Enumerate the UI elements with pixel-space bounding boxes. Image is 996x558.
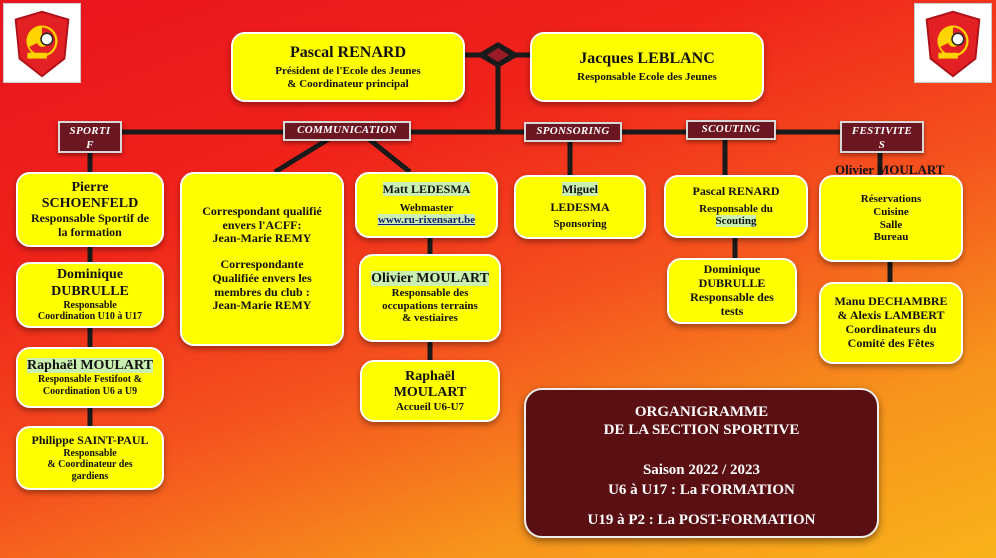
president-name: Pascal RENARD [290, 43, 406, 61]
organigram-title-panel: ORGANIGRAMME DE LA SECTION SPORTIVE Sais… [524, 388, 879, 538]
scouting-box-dubrulle: Dominique DUBRULLE Responsable des tests [667, 258, 797, 324]
diamond-connector-icon [476, 42, 520, 68]
dept-sponsoring: SPONSORING [524, 122, 622, 142]
sportif-box-schoenfeld: Pierre SCHOENFELD Responsable Sportif de… [16, 172, 164, 247]
panel-post-formation: U19 à P2 : La POST-FORMATION [587, 512, 816, 528]
dept-scouting: SCOUTING [686, 120, 776, 140]
president-role-2: & Coordinateur principal [287, 77, 409, 90]
panel-formation: U6 à U17 : La FORMATION [608, 482, 795, 498]
sportif-box-saint-paul: Philippe SAINT-PAUL Responsable & Coordi… [16, 426, 164, 490]
panel-season: Saison 2022 / 2023 [642, 462, 761, 478]
dept-sportif: SPORTI F [58, 121, 122, 153]
website-link[interactable]: www.ru-rixensart.be [377, 214, 476, 227]
festivites-box-reservations: Réservations Cuisine Salle Bureau [819, 175, 963, 262]
responsable-name: Jacques LEBLANC [579, 49, 715, 67]
president-box: Pascal RENARD Président de l'Ecole des J… [231, 32, 465, 102]
club-logo-left-icon [3, 3, 81, 83]
sponsoring-box: Miguel LEDESMA Sponsoring [514, 175, 646, 239]
sportif-box-moulart: Raphaël MOULART Responsable Festifoot & … [16, 347, 164, 408]
festivites-box-comite: Manu DECHAMBRE & Alexis LAMBERT Coordina… [819, 282, 963, 364]
panel-title-line-2: DE LA SECTION SPORTIVE [603, 422, 800, 438]
communication-box-webmaster: Matt LEDESMA Webmaster www.ru-rixensart.… [355, 172, 498, 238]
president-role-1: Président de l'Ecole des Jeunes [275, 65, 421, 78]
responsable-box: Jacques LEBLANC Responsable Ecole des Je… [530, 32, 764, 102]
festivites-head-name: Olivier MOULART [835, 162, 945, 177]
scouting-box-renard: Pascal RENARD Responsable du Scouting [664, 175, 808, 238]
club-logo-right-icon [914, 3, 992, 83]
communication-box-occupations: Olivier MOULART Responsable des occupati… [359, 254, 501, 342]
panel-title-line-1: ORGANIGRAMME [634, 404, 769, 420]
dept-communication: COMMUNICATION [283, 121, 411, 141]
sportif-box-dubrulle: Dominique DUBRULLE Responsable Coordinat… [16, 262, 164, 328]
responsable-role: Responsable Ecole des Jeunes [577, 71, 717, 84]
communication-box-acff: Correspondant qualifié envers l'ACFF: Je… [180, 172, 344, 346]
dept-festivites: FESTIVITE S [840, 121, 924, 153]
communication-box-accueil: Raphaël MOULART Accueil U6-U7 [360, 360, 500, 422]
